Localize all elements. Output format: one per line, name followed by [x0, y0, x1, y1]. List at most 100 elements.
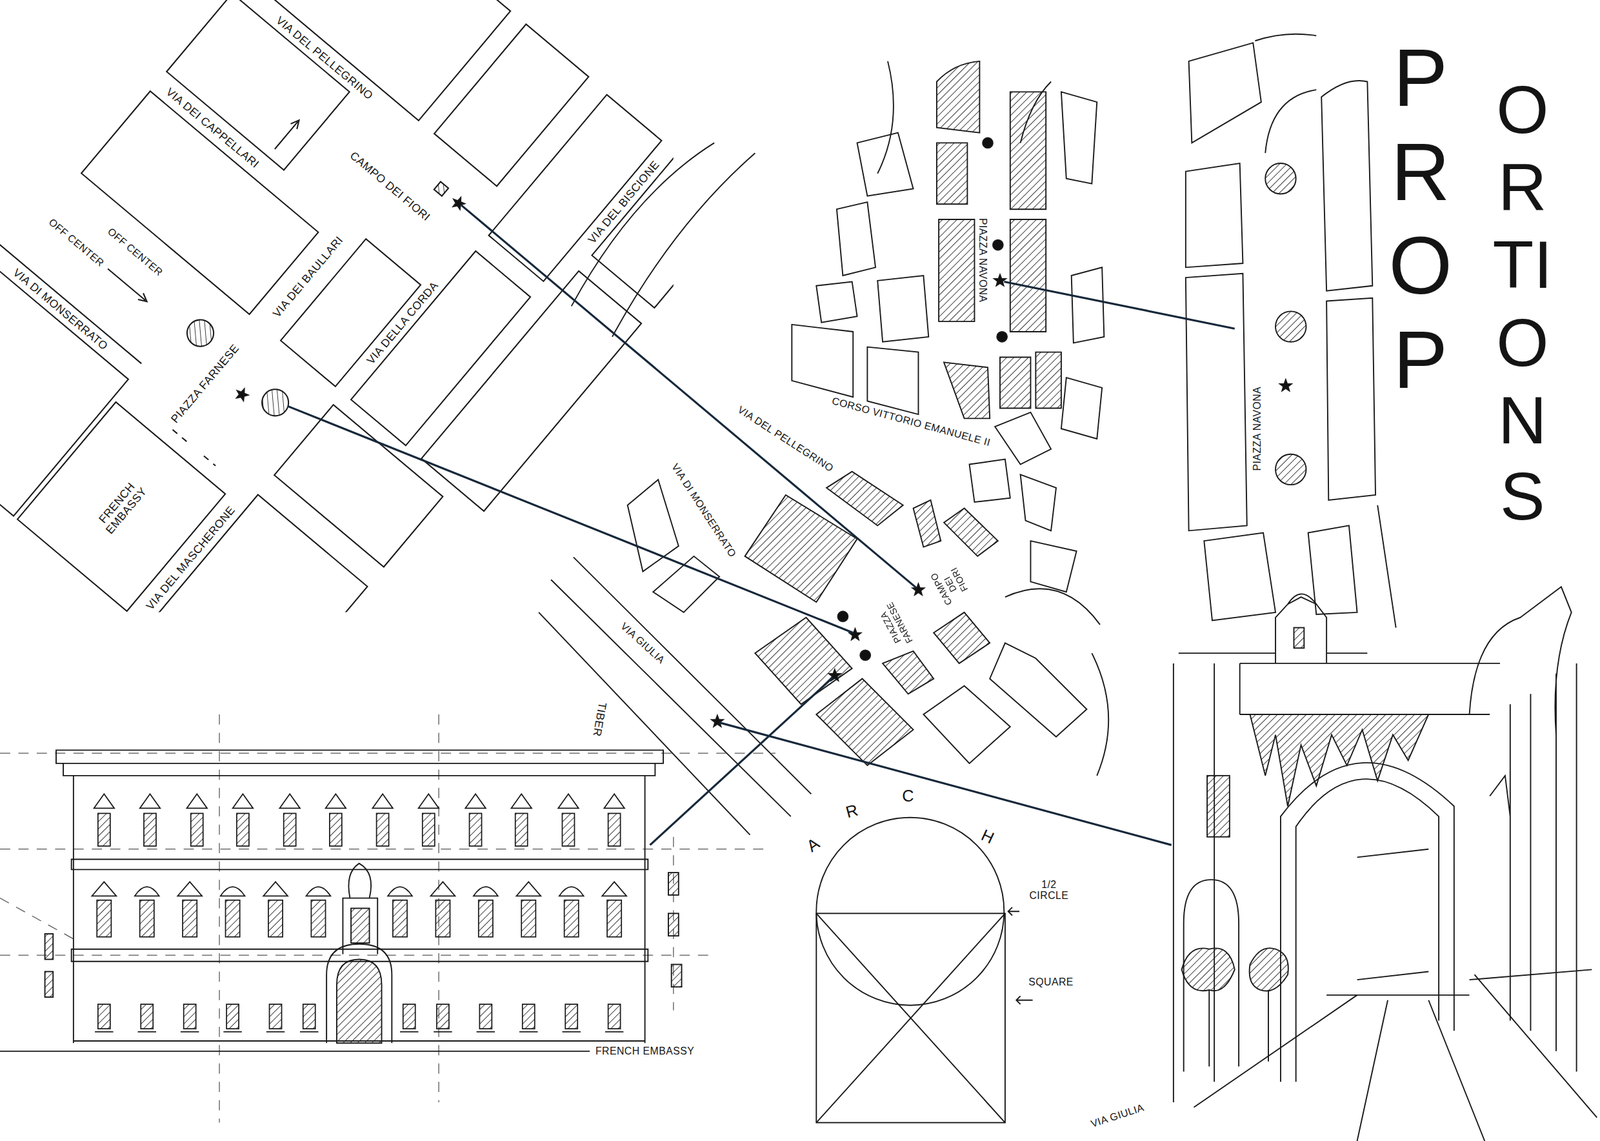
window	[177, 881, 202, 937]
window	[94, 793, 115, 846]
street-name: VIA DI MONSERRATO	[668, 459, 740, 561]
square	[816, 912, 1006, 1122]
ground-line	[0, 1050, 590, 1052]
door	[336, 959, 382, 1044]
building-window	[1207, 775, 1230, 837]
arrow	[105, 265, 150, 306]
statue	[434, 181, 449, 196]
star-marker	[1280, 379, 1292, 391]
note: 1/2 CIRCLE	[1018, 878, 1079, 902]
door-frame	[326, 943, 392, 1043]
window	[558, 793, 579, 846]
embassy-facade	[0, 714, 776, 1123]
window	[305, 886, 331, 937]
window	[300, 1003, 319, 1032]
street-name: VIA GIULIA	[616, 618, 669, 667]
place-name: CAMPO DEI FIORI	[927, 556, 975, 611]
drawing-caption: FRENCH EMBASSY	[593, 1045, 697, 1057]
tower	[1275, 593, 1327, 664]
window	[186, 793, 208, 846]
window	[279, 793, 300, 846]
window	[519, 1003, 538, 1032]
window	[94, 1003, 113, 1032]
window	[418, 793, 439, 846]
street-name: VIA DEL BISCIONE	[583, 156, 663, 248]
window	[263, 881, 288, 937]
star-marker	[849, 628, 861, 640]
window	[465, 793, 486, 846]
window	[605, 1003, 624, 1032]
side-window	[668, 872, 679, 895]
street-name: VIA DEL PELLEGRINO	[272, 12, 377, 104]
street-name: VIA DEL PELLEGRINO	[734, 402, 838, 475]
road	[1194, 974, 1598, 1141]
window	[266, 1003, 285, 1032]
window	[430, 881, 455, 937]
leader-line	[649, 677, 833, 845]
arrow	[1008, 907, 1033, 1004]
leader-line	[461, 205, 917, 588]
fountain-dot	[992, 240, 1004, 251]
title-letters: PROP	[1379, 31, 1462, 408]
street-name: VIA DEI BAULLARI	[269, 232, 347, 322]
note: OFF CENTER	[45, 214, 108, 270]
rock-wall	[1469, 586, 1593, 1071]
facade-wall	[71, 775, 649, 1043]
arch-letter: R	[841, 800, 862, 822]
arch-bridge	[1240, 652, 1500, 1082]
overview-map	[538, 61, 1109, 835]
window	[372, 793, 393, 846]
star-marker	[449, 194, 466, 211]
star-marker	[711, 715, 724, 727]
place-name: PIAZZA FARNESE	[875, 597, 917, 651]
building	[1173, 652, 1276, 1102]
leader-line	[719, 722, 1172, 846]
window	[433, 1003, 452, 1032]
note: OFF CENTER	[103, 224, 167, 280]
fountain-dot	[860, 649, 871, 660]
fountain-dot	[982, 137, 993, 148]
via-giulia-sketch	[1173, 586, 1597, 1141]
window	[601, 881, 627, 937]
street-name: VIA DEL MASCHERONE	[141, 501, 239, 614]
drawing-caption: VIA GIULIA	[1087, 1100, 1148, 1130]
window	[400, 1003, 419, 1032]
fountain	[1265, 163, 1296, 194]
shrub	[1181, 947, 1289, 991]
map-curve	[571, 61, 1110, 776]
arch-diagram	[816, 817, 1033, 1123]
window	[325, 793, 347, 846]
ivy	[1249, 714, 1429, 806]
street-map	[0, 0, 742, 746]
diagonal	[816, 912, 1006, 1122]
leader-lines	[287, 205, 1235, 846]
side-window	[45, 970, 54, 997]
river-name: TIBER	[590, 699, 610, 740]
fountain	[1275, 310, 1306, 342]
star-marker	[233, 385, 250, 402]
side-window	[668, 912, 679, 936]
half-circle	[816, 817, 1004, 1006]
side-window	[45, 933, 54, 960]
fountain-dot	[996, 331, 1008, 342]
street-dash	[172, 429, 217, 466]
navona-plan	[1185, 34, 1397, 628]
window	[350, 907, 370, 943]
fountain	[1275, 454, 1306, 485]
via-giulia-street	[550, 556, 811, 817]
fountain	[181, 314, 220, 352]
window	[140, 793, 161, 846]
window	[516, 881, 541, 937]
street-name: VIA DELLA CORDA	[362, 277, 442, 368]
window	[223, 1003, 242, 1032]
window	[232, 793, 254, 846]
window	[180, 1003, 199, 1032]
hatched-block	[745, 61, 1062, 766]
street-name: VIA DI MONSERRATO	[9, 264, 112, 354]
title-letters: ORTIONS	[1489, 71, 1557, 537]
window	[134, 886, 160, 937]
place-name: PIAZZA NAVONA	[976, 216, 988, 305]
window	[220, 886, 246, 937]
